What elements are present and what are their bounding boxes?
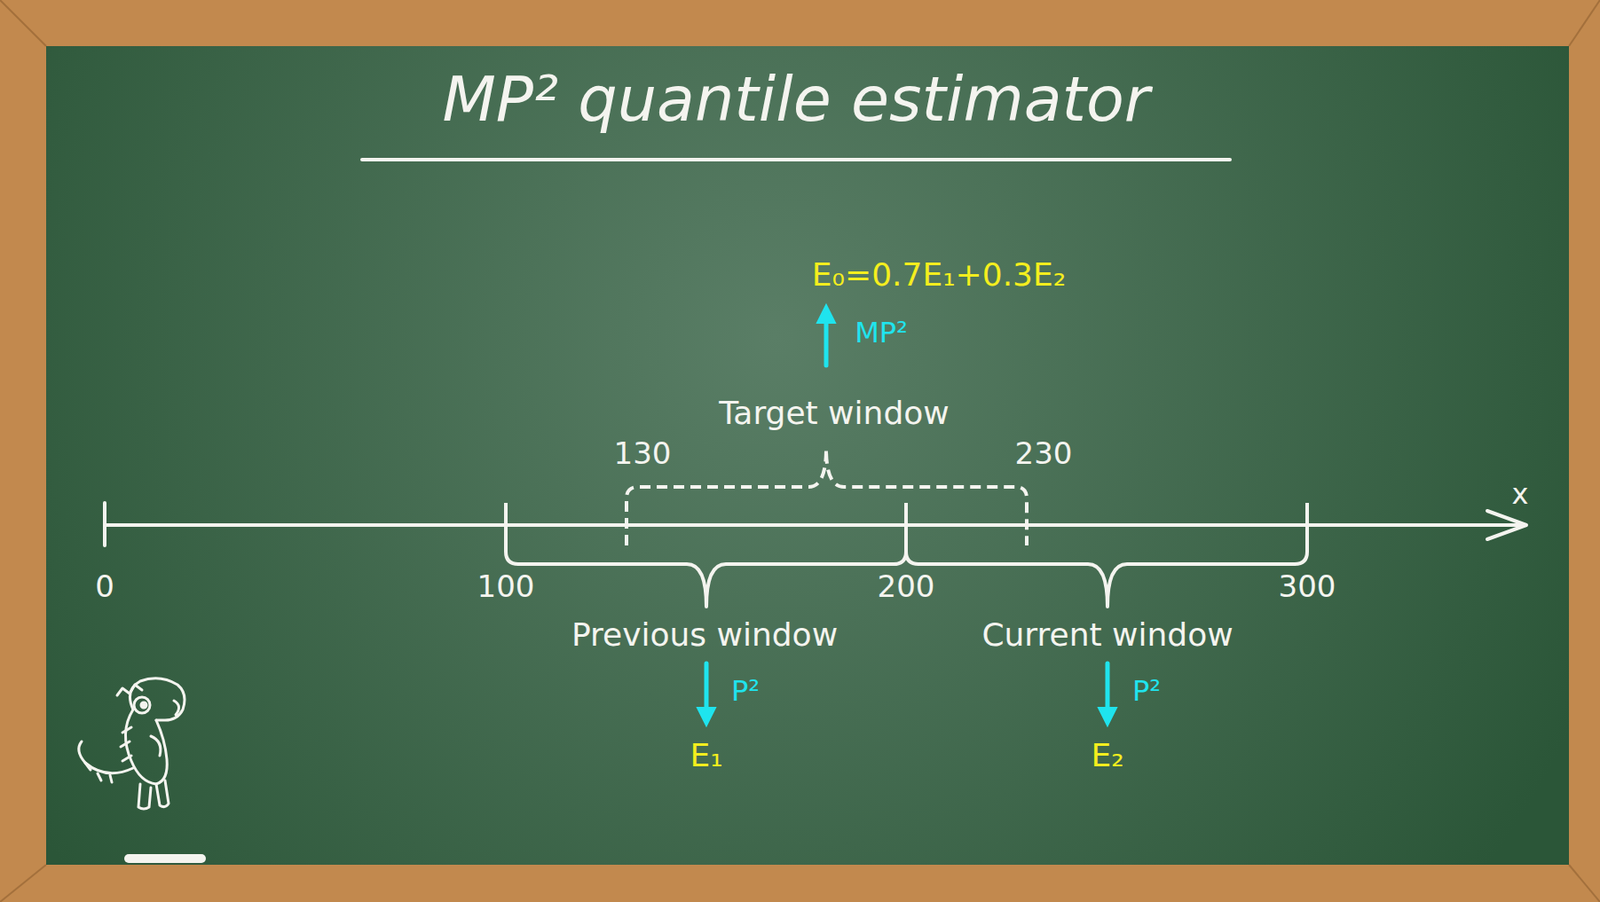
axis-value: 130: [614, 437, 672, 471]
estimate-label: E₁: [689, 738, 723, 774]
formula: E₀=0.7E₁+0.3E₂: [811, 257, 1066, 293]
axis-value: 230: [1015, 437, 1073, 471]
target-window-brace: [626, 449, 1027, 546]
dragon-doodle: [78, 678, 185, 810]
axis-value: 300: [1278, 570, 1337, 604]
method-label: P²: [731, 676, 760, 708]
window-label: Previous window: [571, 617, 838, 654]
axis-value: 0: [94, 570, 115, 604]
board-surface: [46, 46, 1569, 866]
axis-name: x: [1512, 479, 1530, 511]
method-label: P²: [1132, 676, 1161, 708]
current-window-brace: [906, 503, 1308, 607]
chalk-piece: [124, 854, 206, 864]
axis-value: 100: [477, 570, 536, 604]
estimate-label: E₂: [1090, 738, 1124, 774]
window-label: Current window: [981, 617, 1233, 654]
axis-value: 200: [877, 570, 936, 604]
number-line: [104, 503, 1527, 546]
previous-window-brace: [505, 503, 907, 607]
title: MP² quantile estimator: [441, 65, 1150, 134]
mp2-arrow: [817, 305, 836, 366]
window-label: Target window: [718, 395, 949, 432]
title-underline: [362, 157, 1230, 162]
p2-arrow: [697, 663, 716, 726]
method-label: MP²: [854, 317, 908, 349]
p2-arrow: [1098, 663, 1117, 726]
